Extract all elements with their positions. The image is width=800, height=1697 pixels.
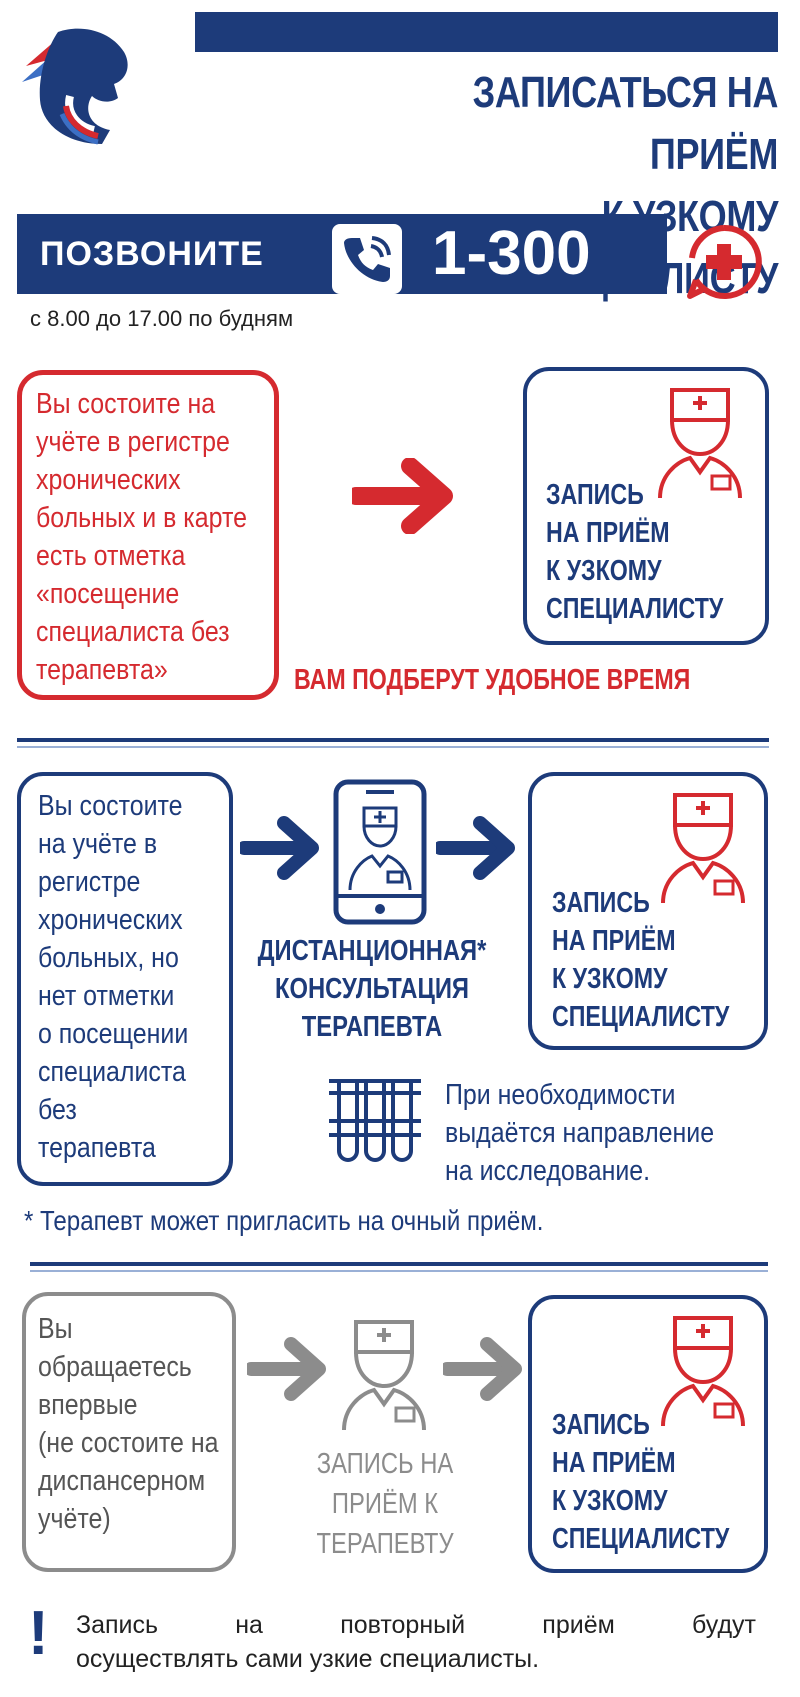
phone-number[interactable]: 1-300 bbox=[432, 219, 591, 288]
working-hours: с 8.00 до 17.00 по будням bbox=[30, 306, 294, 331]
repeat-appointment-note: Запись на повторный приём будут осуществ… bbox=[76, 1611, 756, 1673]
smartphone-doctor-icon bbox=[333, 779, 427, 925]
doctor-icon bbox=[661, 1316, 745, 1427]
title-line-1: ЗАПИСАТЬСЯ НА ПРИЁМ bbox=[472, 68, 779, 179]
result-box-3 bbox=[528, 1295, 768, 1573]
bear-logo-icon bbox=[22, 28, 128, 145]
medical-cross-icon bbox=[687, 224, 762, 299]
exclamation-icon: ! bbox=[28, 1599, 49, 1668]
arrow-right-icon bbox=[240, 816, 319, 880]
arrow-right-icon bbox=[443, 1337, 522, 1401]
divider-1 bbox=[17, 738, 769, 742]
phone-icon bbox=[332, 224, 402, 294]
divider-2 bbox=[30, 1262, 768, 1266]
doctor-icon bbox=[658, 388, 742, 499]
therapist-icon bbox=[342, 1320, 426, 1431]
arrow-right-icon bbox=[436, 816, 515, 880]
divider-2-thin bbox=[30, 1270, 768, 1272]
footnote: * Терапевт может пригласить на очный при… bbox=[24, 1205, 544, 1236]
test-tubes-icon bbox=[329, 1079, 421, 1162]
doctor-icon bbox=[661, 793, 745, 904]
condition-box-3 bbox=[22, 1292, 236, 1572]
divider-1-thin bbox=[17, 746, 769, 748]
condition-box-2 bbox=[17, 772, 233, 1186]
header-bar bbox=[195, 12, 778, 52]
call-label: ПОЗВОНИТЕ bbox=[40, 235, 264, 273]
arrow-right-icon bbox=[352, 458, 453, 534]
result-box-2 bbox=[528, 772, 768, 1050]
condition-box-1 bbox=[17, 370, 279, 700]
convenient-time-note: ВАМ ПОДБЕРУТ УДОБНОЕ ВРЕМЯ bbox=[294, 664, 691, 696]
arrow-right-icon bbox=[247, 1337, 326, 1401]
